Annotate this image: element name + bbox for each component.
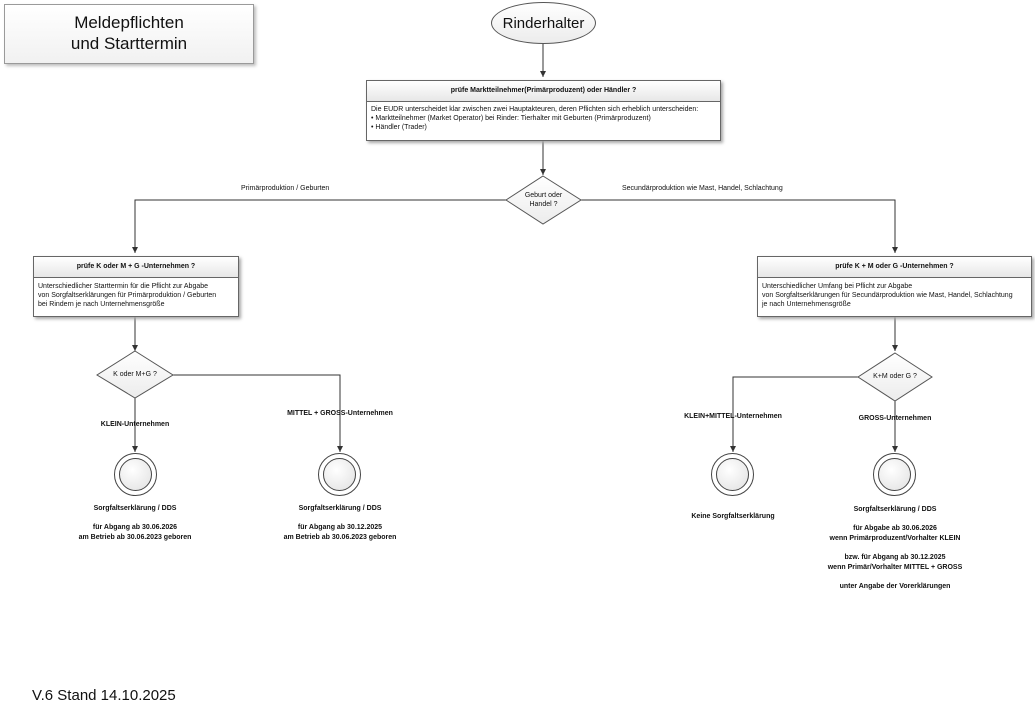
outcome-gross-title: Sorgfaltserklärung / DDS <box>853 506 937 513</box>
outcome-gross-line-4: wenn Primär/Vorhalter MITTEL + GROSS <box>827 564 963 571</box>
end-node-mittel-gross-inner <box>323 458 356 491</box>
arrow-klein-mittel <box>730 376 858 452</box>
end-node-klein-mittel <box>711 453 754 496</box>
left-card-line-1: Unterschiedlicher Starttermin für die Pf… <box>38 283 209 290</box>
decision-right-diamond <box>857 352 933 402</box>
outcome-gross-line-2: wenn Primärproduzent/Vorhalter KLEIN <box>829 535 961 542</box>
right-card-line-3: je nach Unternehmensgröße <box>762 301 851 308</box>
left-check-card-header: prüfe K oder M + G -Unternehmen ? <box>34 257 238 278</box>
branch-klein-mittel-label: KLEIN+MITTEL-Unternehmen <box>684 413 782 420</box>
version-footer: V.6 Stand 14.10.2025 <box>32 687 176 704</box>
decision-main-diamond <box>505 175 582 225</box>
branch-right-label: Secundärproduktion wie Mast, Handel, Sch… <box>622 185 783 192</box>
outcome-klein-mittel: Keine Sorgfaltserklärung <box>691 513 775 520</box>
top-card-line-1: Die EUDR unterscheidet klar zwischen zwe… <box>371 106 699 113</box>
diagram-title: Meldepflichten und Starttermin <box>4 4 254 64</box>
outcome-klein-title: Sorgfaltserklärung / DDS <box>93 505 177 512</box>
outcome-gross: Sorgfaltserklärung / DDS für Abgabe ab 3… <box>815 505 975 592</box>
title-line-1: Meldepflichten <box>74 13 184 32</box>
outcome-gross-line-5: unter Angabe der Vorerklärungen <box>839 583 951 590</box>
outcome-mittel-gross: Sorgfaltserklärung / DDS für Abgang ab 3… <box>265 504 415 543</box>
left-check-card-body: Unterschiedlicher Starttermin für die Pf… <box>34 278 238 313</box>
left-check-card: prüfe K oder M + G -Unternehmen ? Unters… <box>33 256 239 317</box>
decision-main-line-2: Handel ? <box>529 201 558 208</box>
right-card-line-1: Unterschiedlicher Umfang bei Pflicht zur… <box>762 283 913 290</box>
outcome-gross-line-3: bzw. für Abgang ab 30.12.2025 <box>844 554 946 561</box>
outcome-mittel-gross-line-2: am Betrieb ab 30.06.2023 geboren <box>283 534 397 541</box>
end-node-klein-inner <box>119 458 152 491</box>
branch-gross-label: GROSS-Unternehmen <box>858 415 932 422</box>
outcome-klein-line-1: für Abgang ab 30.06.2026 <box>92 524 178 531</box>
title-line-2: und Starttermin <box>70 34 188 53</box>
decision-main-line-1: Geburt oder <box>524 192 563 199</box>
top-check-card-header: prüfe Marktteilnehmer(Primärproduzent) o… <box>367 81 720 102</box>
branch-left-label: Primärproduktion / Geburten <box>241 185 330 192</box>
top-check-card: prüfe Marktteilnehmer(Primärproduzent) o… <box>366 80 721 141</box>
left-card-line-2: von Sorgfaltserklärungen für Primärprodu… <box>38 292 217 299</box>
branch-mittel-gross-label: MITTEL + GROSS-Unternehmen <box>287 410 393 417</box>
arrow-left-branch <box>132 199 506 253</box>
decision-main-label: Geburt oder Handel ? <box>506 191 581 209</box>
right-check-card-header: prüfe K + M oder G -Unternehmen ? <box>758 257 1031 278</box>
top-card-line-2: • Marktteilnehmer (Market Operator) bei … <box>371 115 651 122</box>
top-card-line-3: • Händler (Trader) <box>371 124 427 131</box>
right-check-card-body: Unterschiedlicher Umfang bei Pflicht zur… <box>758 278 1031 313</box>
outcome-klein: Sorgfaltserklärung / DDS für Abgang ab 3… <box>60 504 210 543</box>
arrow-right-branch <box>581 199 898 253</box>
right-check-card: prüfe K + M oder G -Unternehmen ? Unters… <box>757 256 1032 317</box>
decision-left-label: K oder M+G ? <box>113 371 157 378</box>
end-node-gross-inner <box>878 458 911 491</box>
decision-right-label: K+M oder G ? <box>873 373 917 380</box>
decision-left-diamond <box>96 350 174 399</box>
end-node-klein-mittel-inner <box>716 458 749 491</box>
outcome-gross-line-1: für Abgabe ab 30.06.2026 <box>853 525 937 532</box>
outcome-mittel-gross-title: Sorgfaltserklärung / DDS <box>298 505 382 512</box>
end-node-klein <box>114 453 157 496</box>
start-node-label: Rinderhalter <box>502 14 585 32</box>
left-card-line-3: bei Rindern je nach Unternehmensgröße <box>38 301 165 308</box>
end-node-gross <box>873 453 916 496</box>
arrow-mittel-gross <box>173 374 343 452</box>
right-card-line-2: von Sorgfaltserklärungen für Secundärpro… <box>762 292 1013 299</box>
end-node-mittel-gross <box>318 453 361 496</box>
start-node: Rinderhalter <box>491 2 596 44</box>
branch-klein-label: KLEIN-Unternehmen <box>100 421 170 428</box>
outcome-mittel-gross-line-1: für Abgang ab 30.12.2025 <box>297 524 383 531</box>
outcome-klein-line-2: am Betrieb ab 30.06.2023 geboren <box>78 534 192 541</box>
top-check-card-body: Die EUDR unterscheidet klar zwischen zwe… <box>367 102 720 136</box>
